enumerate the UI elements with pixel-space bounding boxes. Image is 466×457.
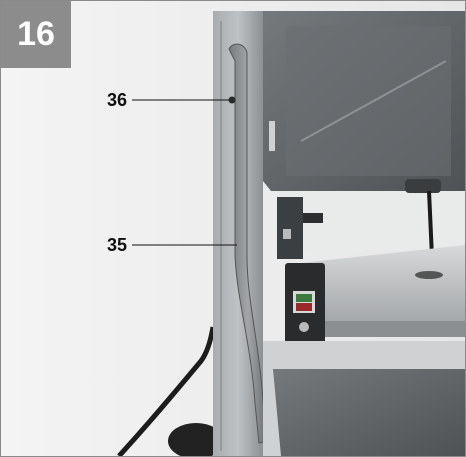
side-handle-rail [228, 43, 268, 444]
callout-label-35: 35 [107, 235, 128, 255]
screw [228, 96, 236, 104]
hinge-bottom [267, 413, 273, 443]
height-bracket [277, 197, 303, 259]
hinge-top [269, 121, 275, 151]
reset-button [299, 322, 309, 332]
lower-wheel-cover [273, 369, 465, 456]
power-cable [117, 326, 216, 456]
saw-table [301, 245, 465, 321]
callout-label-36: 36 [107, 90, 128, 110]
wheel [168, 423, 224, 456]
figure-number-badge: 16 [1, 1, 71, 68]
blade-guide [405, 179, 441, 193]
